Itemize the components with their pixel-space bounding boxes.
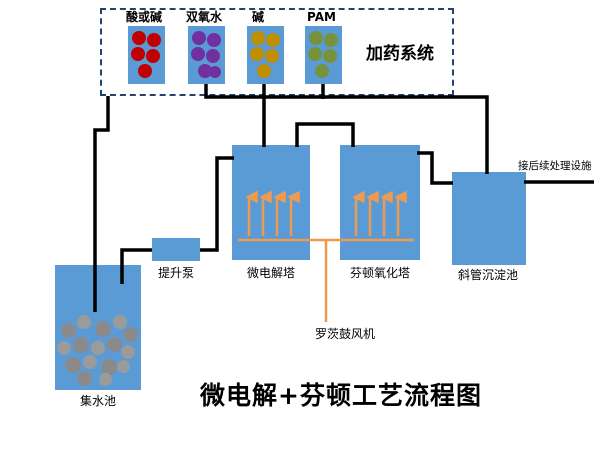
black-pipes [93,84,594,312]
sludge-particle [91,341,105,355]
collection-tank-label: 集水池 [80,394,117,408]
chemical-dot [132,31,146,45]
pipe-fenton-to-settler [417,151,453,185]
sludge-particle [107,337,122,352]
chemical-dot [192,31,206,45]
pipe-pump-to-tower [200,156,234,252]
pipe-dosing-header [204,84,489,174]
sludge-particle [123,327,138,342]
collection-tank [55,265,141,390]
chemical-dot [257,64,271,78]
sludge-particle [73,337,89,353]
dosing-system-boundary [100,8,454,96]
chemical-dot [265,49,279,63]
chemical-dot [250,47,264,61]
sludge-particle [61,323,76,338]
chemical-dot [266,33,280,47]
lift-pump-label: 提升泵 [158,266,195,280]
sludge-particle [77,315,91,329]
chemical-dot [315,64,329,78]
inclined-tube-settler [452,172,526,265]
chem-tank-acid-or-alkali [128,26,165,84]
chem-tank-alkali-label: 碱 [252,10,265,24]
chemical-dot [324,33,338,47]
chemical-dot [147,33,161,47]
sludge-particle [57,341,71,355]
aeration-arrows [245,190,407,236]
sludge-particle [95,321,111,337]
chem-tank-hydrogen-peroxide [188,26,225,84]
dosing-system-label: 加药系统 [366,44,434,64]
chemical-dot [309,31,323,45]
sludge-particle [121,345,135,359]
diagram-title: 微电解+芬顿工艺流程图 [200,381,482,410]
chemical-dot [146,49,160,63]
sludge-particle [113,315,127,329]
pipe-tower-bridge [295,122,355,147]
chem-tank-pam [305,26,342,84]
chemical-dot [207,33,221,47]
pipe-acid-to-collection-tank [93,96,110,312]
chemical-dot [191,47,205,61]
chemical-dot [198,64,212,78]
chem-tank-pam-label: PAM [307,10,336,24]
chem-tank-hydrogen-peroxide-label: 双氧水 [186,10,223,24]
aeration-pipes [238,238,414,322]
sludge-particle [77,371,92,386]
chemical-dot [131,47,145,61]
outlet-note: 接后续处理设施 [518,160,592,172]
chemical-dot [206,49,220,63]
chemical-dot [138,64,152,78]
chem-tank-acid-or-alkali-label: 酸或碱 [126,10,163,24]
sludge-particle [99,373,112,386]
chemical-dot [308,47,322,61]
fenton-oxidation-tower-label: 芬顿氧化塔 [350,266,411,280]
chemical-dot [251,31,265,45]
sludge-particle [117,360,130,373]
micro-electrolysis-tower-label: 微电解塔 [247,266,296,280]
sludge-particle [83,355,97,369]
sludge-particle [65,357,81,373]
inclined-tube-settler-label: 斜管沉淀池 [458,268,519,282]
lift-pump [152,238,200,261]
sludge-particle [101,359,117,375]
pipe-suction [120,248,152,284]
chemical-dot [323,49,337,63]
roots-blower-label: 罗茨鼓风机 [315,327,376,341]
chemical-dot [209,66,221,78]
chem-tank-alkali [247,26,284,84]
